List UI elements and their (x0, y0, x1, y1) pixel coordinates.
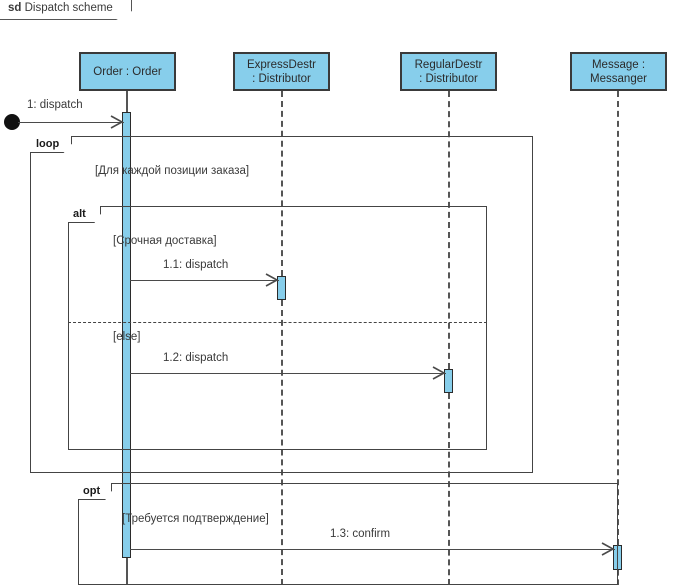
fragment-loop[interactable] (30, 136, 533, 473)
lifeline-line-order-tail (126, 558, 128, 585)
lifeline-line-regular-upper (448, 91, 450, 369)
lifeline-head-messenger[interactable]: Message : Messanger (570, 52, 667, 91)
message-1-1-label: 1.1: dispatch (163, 259, 229, 271)
lifeline-head-express[interactable]: ExpressDestr : Distributor (233, 52, 330, 91)
lifeline-label-regular-line2: : Distributor (419, 72, 478, 85)
diagram-title-text: Dispatch scheme (24, 2, 113, 14)
message-1-3-arrowhead (600, 542, 614, 556)
lifeline-label-order-line1: Order : Order (93, 65, 162, 78)
lifeline-line-express-lower (281, 300, 283, 585)
lifeline-line-express-upper (281, 91, 283, 276)
fragment-alt-operator: alt (73, 208, 86, 220)
lifeline-head-order[interactable]: Order : Order (79, 52, 176, 91)
fragment-loop-guard: [Для каждой позиции заказа] (95, 165, 250, 177)
lifeline-label-express-line1: ExpressDestr (246, 58, 317, 71)
lifeline-label-messenger-line2: Messanger (590, 72, 647, 85)
fragment-opt-operator: opt (83, 485, 101, 497)
found-message-start-dot (4, 114, 20, 130)
fragment-loop-operator: loop (36, 138, 60, 150)
message-1-2-label: 1.2: dispatch (163, 352, 229, 364)
message-1-1-arrowhead (264, 273, 278, 287)
fragment-alt[interactable] (68, 206, 487, 450)
message-1-2-line[interactable] (130, 373, 446, 374)
lifeline-label-express-line2: : Distributor (252, 72, 311, 85)
diagram-frame-tab (0, 0, 132, 20)
lifeline-label-regular-line1: RegularDestr (414, 58, 483, 71)
message-1-label: 1: dispatch (27, 99, 83, 111)
lifeline-head-regular[interactable]: RegularDestr : Distributor (400, 52, 497, 91)
activation-bar-express[interactable] (277, 276, 286, 300)
fragment-alt-separator (68, 322, 487, 323)
message-1-3-label: 1.3: confirm (330, 528, 391, 540)
lifeline-line-order (126, 91, 128, 115)
message-1-arrowhead (109, 115, 123, 129)
lifeline-line-regular-lower (448, 393, 450, 585)
activation-bar-order[interactable] (122, 112, 131, 558)
diagram-title: sd Dispatch scheme (8, 2, 113, 14)
message-1-2-arrowhead (431, 366, 445, 380)
lifeline-label-messenger-line1: Message : (591, 58, 646, 71)
lifeline-line-messenger-upper (617, 91, 619, 545)
fragment-alt-guard: [Срочная доставка] (113, 235, 217, 247)
activation-bar-regular[interactable] (444, 369, 453, 393)
fragment-alt-else-guard: [else] (113, 331, 141, 343)
message-1-3-line[interactable] (130, 549, 615, 550)
message-1-line[interactable] (18, 122, 124, 123)
fragment-opt-guard: [Требуется подтверждение] (122, 513, 269, 525)
lifeline-line-messenger-lower (617, 570, 619, 585)
message-1-1-line[interactable] (130, 280, 279, 281)
diagram-kind-keyword: sd (8, 2, 22, 14)
